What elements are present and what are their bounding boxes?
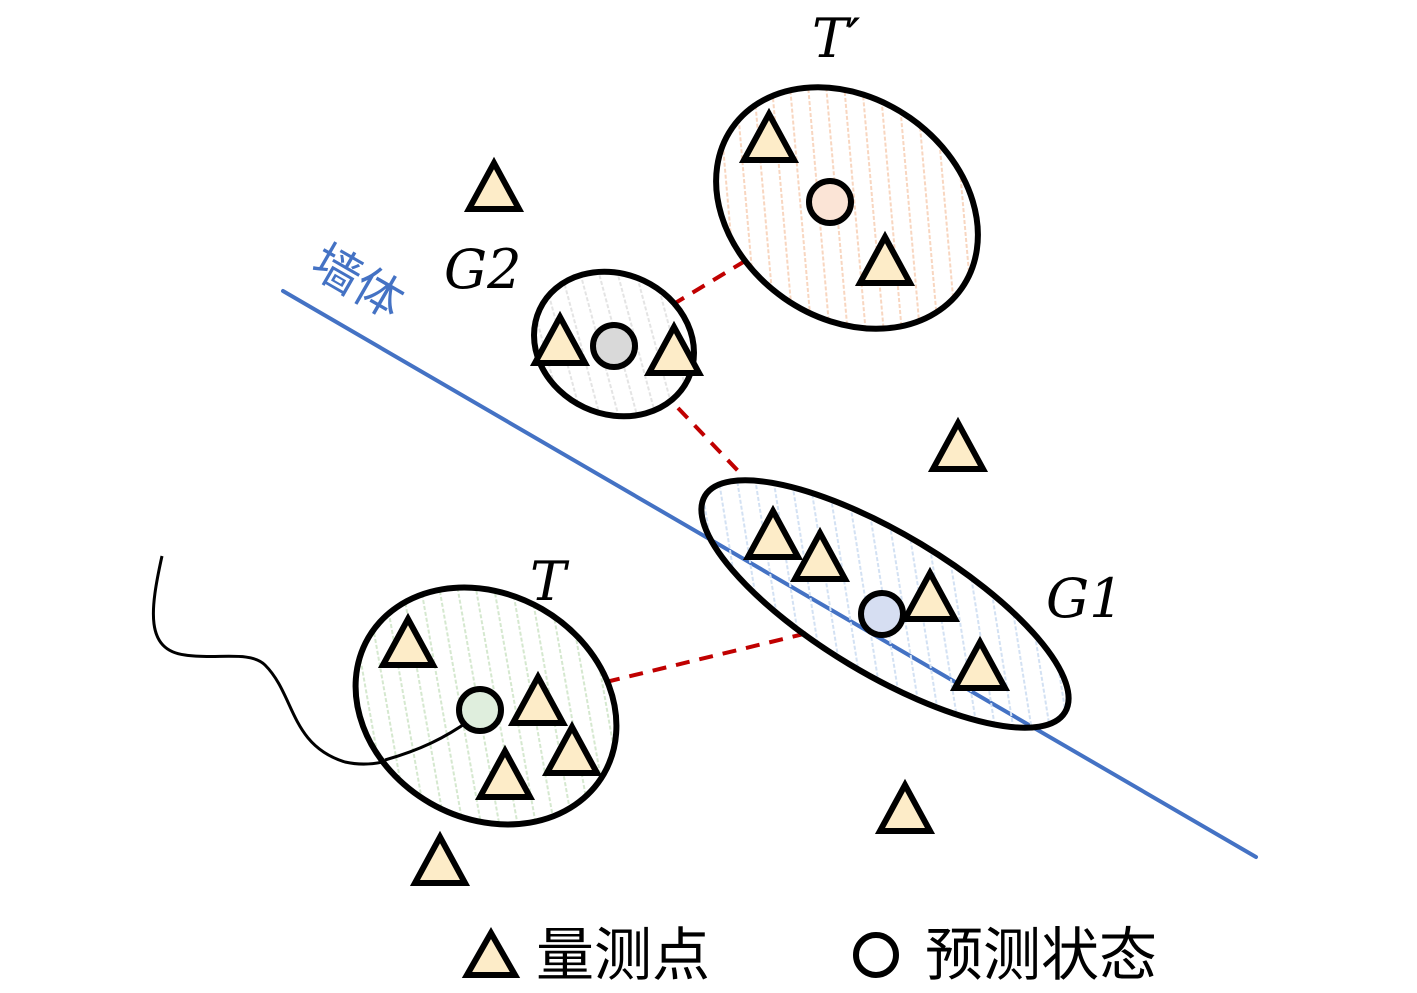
measurement-point-G1[interactable] bbox=[742, 504, 804, 560]
measurement-point-clutter[interactable] bbox=[463, 156, 525, 212]
predicted-state-G1[interactable] bbox=[858, 590, 906, 638]
measurement-point-Tprime[interactable] bbox=[854, 230, 916, 286]
legend-predicted-state-label: 预测状态 bbox=[925, 921, 1157, 989]
measurement-point-T[interactable] bbox=[507, 670, 569, 726]
measurements-layer bbox=[377, 107, 1011, 886]
measurement-point-T[interactable] bbox=[541, 720, 603, 776]
measurement-point-G1[interactable] bbox=[789, 526, 851, 582]
measurement-point-T[interactable] bbox=[474, 744, 536, 800]
predicted-state-Tprime[interactable] bbox=[806, 178, 854, 226]
predicted-state-T[interactable] bbox=[456, 686, 504, 734]
predicted-state-G2[interactable] bbox=[590, 322, 638, 370]
measurement-point-clutter[interactable] bbox=[927, 416, 989, 472]
label-G1: G1 bbox=[1046, 567, 1124, 630]
label-T: T bbox=[530, 550, 570, 613]
measurement-point-G1[interactable] bbox=[899, 566, 961, 622]
label-Tprime: T′ bbox=[812, 7, 860, 70]
legend-measurement-icon bbox=[461, 926, 521, 978]
legend: 量测点 预测状态 bbox=[461, 921, 1157, 989]
measurement-point-clutter[interactable] bbox=[409, 830, 471, 886]
label-G2: G2 bbox=[444, 238, 522, 301]
legend-measurement-label: 量测点 bbox=[536, 921, 710, 989]
measurement-point-G1[interactable] bbox=[949, 635, 1011, 691]
measurement-point-G2[interactable] bbox=[529, 310, 591, 366]
wall-label: 墙体 bbox=[302, 234, 413, 331]
measurement-point-G2[interactable] bbox=[643, 320, 705, 376]
measurement-point-Tprime[interactable] bbox=[738, 107, 800, 163]
association-G1-G2 bbox=[676, 406, 744, 477]
measurement-point-T[interactable] bbox=[377, 612, 439, 668]
measurement-point-clutter[interactable] bbox=[874, 778, 936, 834]
association-T-G1 bbox=[605, 630, 813, 684]
legend-predicted-state-icon bbox=[853, 932, 899, 978]
association-G2-Tprime bbox=[670, 256, 752, 307]
